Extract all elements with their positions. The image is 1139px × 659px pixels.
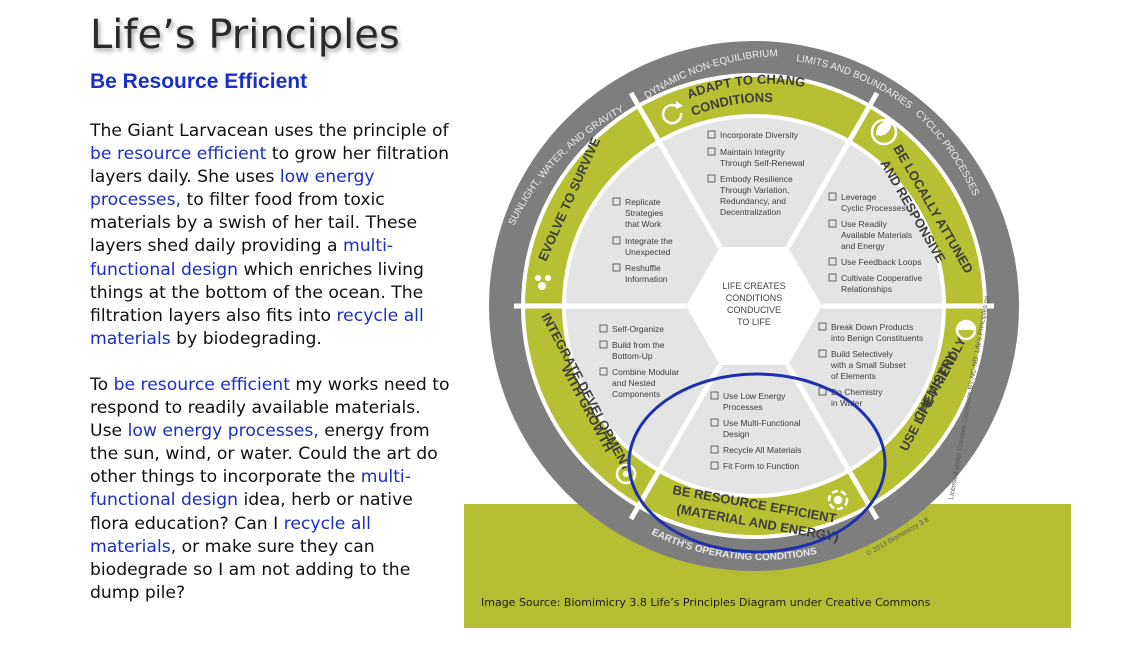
checklist-item: Cyclic Processes	[841, 203, 906, 213]
slide-subtitle: Be Resource Efficient	[90, 70, 308, 93]
checklist-integrate: Self-Organize Build from the Bottom-Up C…	[599, 324, 679, 399]
highlight-ellipse	[627, 372, 887, 554]
checklist-item: Relationships	[841, 284, 892, 294]
checklist-item: Maintain Integrity	[720, 147, 785, 157]
checklist-adapt: Incorporate Diversity Maintain Integrity…	[707, 130, 805, 217]
checklist-item: Components	[612, 389, 660, 399]
checklist-item: of Elements	[831, 371, 876, 381]
checklist-efficient: Use Low Energy Processes Use Multi-Funct…	[710, 391, 801, 471]
checklist-item: in Water	[831, 398, 863, 408]
checklist-item: Cultivate Cooperative	[841, 273, 923, 283]
checklist-item: Break Down Products	[831, 322, 913, 332]
checklist-item: Fit Form to Function	[723, 461, 799, 471]
checklist-item: Integrate the	[625, 236, 673, 246]
center-line: CONDITIONS	[726, 293, 783, 303]
text-run: to filter food from toxic materials by a…	[90, 190, 418, 257]
checklist-item: Replicate	[625, 197, 661, 207]
checklist-item: Build from the	[612, 340, 665, 350]
checklist-item: Incorporate Diversity	[720, 130, 799, 140]
checklist-local: Leverage Cyclic Processes Use Readily Av…	[828, 192, 923, 294]
checklist-item: Use Low Energy	[723, 391, 786, 401]
image-source-caption: Image Source: Biomimicry 3.8 Life’s Prin…	[481, 596, 931, 609]
text-run: by biodegrading.	[170, 328, 322, 349]
checklist-item: Redundancy, and	[720, 196, 786, 206]
checklist-item: Bottom-Up	[612, 351, 653, 361]
paragraph-2: To be resource efficient my works need t…	[90, 374, 450, 605]
center-line: TO LIFE	[737, 317, 771, 327]
checklist-item: and Energy	[841, 241, 885, 251]
chemistry-icon	[955, 319, 977, 341]
text-run: idea, herb or native flora education? Ca…	[90, 490, 413, 534]
checklist-item: Embody Resilience	[720, 174, 793, 184]
highlight-term: multi- functional design	[90, 236, 394, 280]
checklist-item: Build Selectively	[831, 349, 894, 359]
text-run: energy from the sun, wind, or water. Cou…	[90, 421, 438, 488]
checklist-item: Strategies	[625, 208, 663, 218]
body-text: The Giant Larvacean uses the principle o…	[90, 120, 450, 605]
evolve-icon	[535, 275, 551, 290]
checklist-item: Decentralization	[720, 207, 781, 217]
checklist-item: Leverage	[841, 192, 877, 202]
text-run: my works need to respond to readily avai…	[90, 374, 450, 442]
highlight-term: low energy processes,	[90, 167, 375, 211]
highlight-term: be resource efficient	[90, 144, 267, 165]
highlight-term: recycle all materials	[90, 305, 424, 349]
checklist-item: that Work	[625, 219, 662, 229]
text-run: to grow her filtration layers daily. She…	[90, 144, 450, 188]
highlight-term: multi- functional design	[90, 467, 411, 511]
checklist-item: Unexpected	[625, 247, 671, 257]
checklist-item: Do Chemistry	[831, 387, 883, 397]
checklist-item: Reshuffle	[625, 263, 661, 273]
checklist-item: Use Readily	[841, 219, 888, 229]
text-run: , or make sure they can biodegrade so I …	[90, 536, 411, 603]
checklist-item: with a Small Subset	[830, 360, 906, 370]
checklist-evolve: Replicate Strategies that Work Integrate…	[612, 197, 673, 284]
text-run: which enriches living things at the bott…	[90, 259, 424, 326]
checklist-item: Available Materials	[841, 230, 912, 240]
checklist-item: into Benign Constituents	[831, 333, 923, 343]
text-run: To	[90, 374, 114, 395]
checklist-item: Use Multi-Functional	[723, 418, 801, 428]
center-text: LIFE CREATES CONDITIONS CONDUCIVE TO LIF…	[722, 281, 785, 327]
checklist-item: Design	[723, 429, 750, 439]
slide-title: Life’s Principles	[90, 12, 400, 58]
principle-icons	[535, 101, 977, 511]
checklist-chemistry: Break Down Products into Benign Constitu…	[818, 322, 923, 408]
sector-dividers	[514, 91, 994, 521]
center-line: CONDUCIVE	[727, 305, 781, 315]
checklist-item: Self-Organize	[612, 324, 664, 334]
paragraph-1: The Giant Larvacean uses the principle o…	[90, 120, 450, 351]
highlight-term: recycle all materials	[90, 513, 371, 557]
center-hexagon	[686, 247, 822, 365]
highlight-term: low energy processes,	[127, 421, 319, 442]
growth-icon	[615, 463, 637, 485]
checklist-item: Information	[625, 274, 668, 284]
checklist-item: and Nested	[612, 378, 656, 388]
leaf-icon	[870, 118, 898, 146]
adapt-icon	[661, 101, 683, 125]
checklist-item: Processes	[723, 402, 763, 412]
text-run: The Giant Larvacean uses the principle o…	[90, 121, 449, 141]
checklist-item: Through Self-Renewal	[720, 158, 805, 168]
center-line: LIFE CREATES	[722, 281, 785, 291]
recycle-icon	[827, 489, 849, 511]
highlight-term: be resource efficient	[113, 374, 290, 395]
checklist-item: Recycle All Materials	[723, 445, 801, 455]
checklist-item: Combine Modular	[612, 367, 679, 377]
checklist-item: Through Variation,	[720, 185, 789, 195]
checklist-item: Use Feedback Loops	[841, 257, 921, 267]
